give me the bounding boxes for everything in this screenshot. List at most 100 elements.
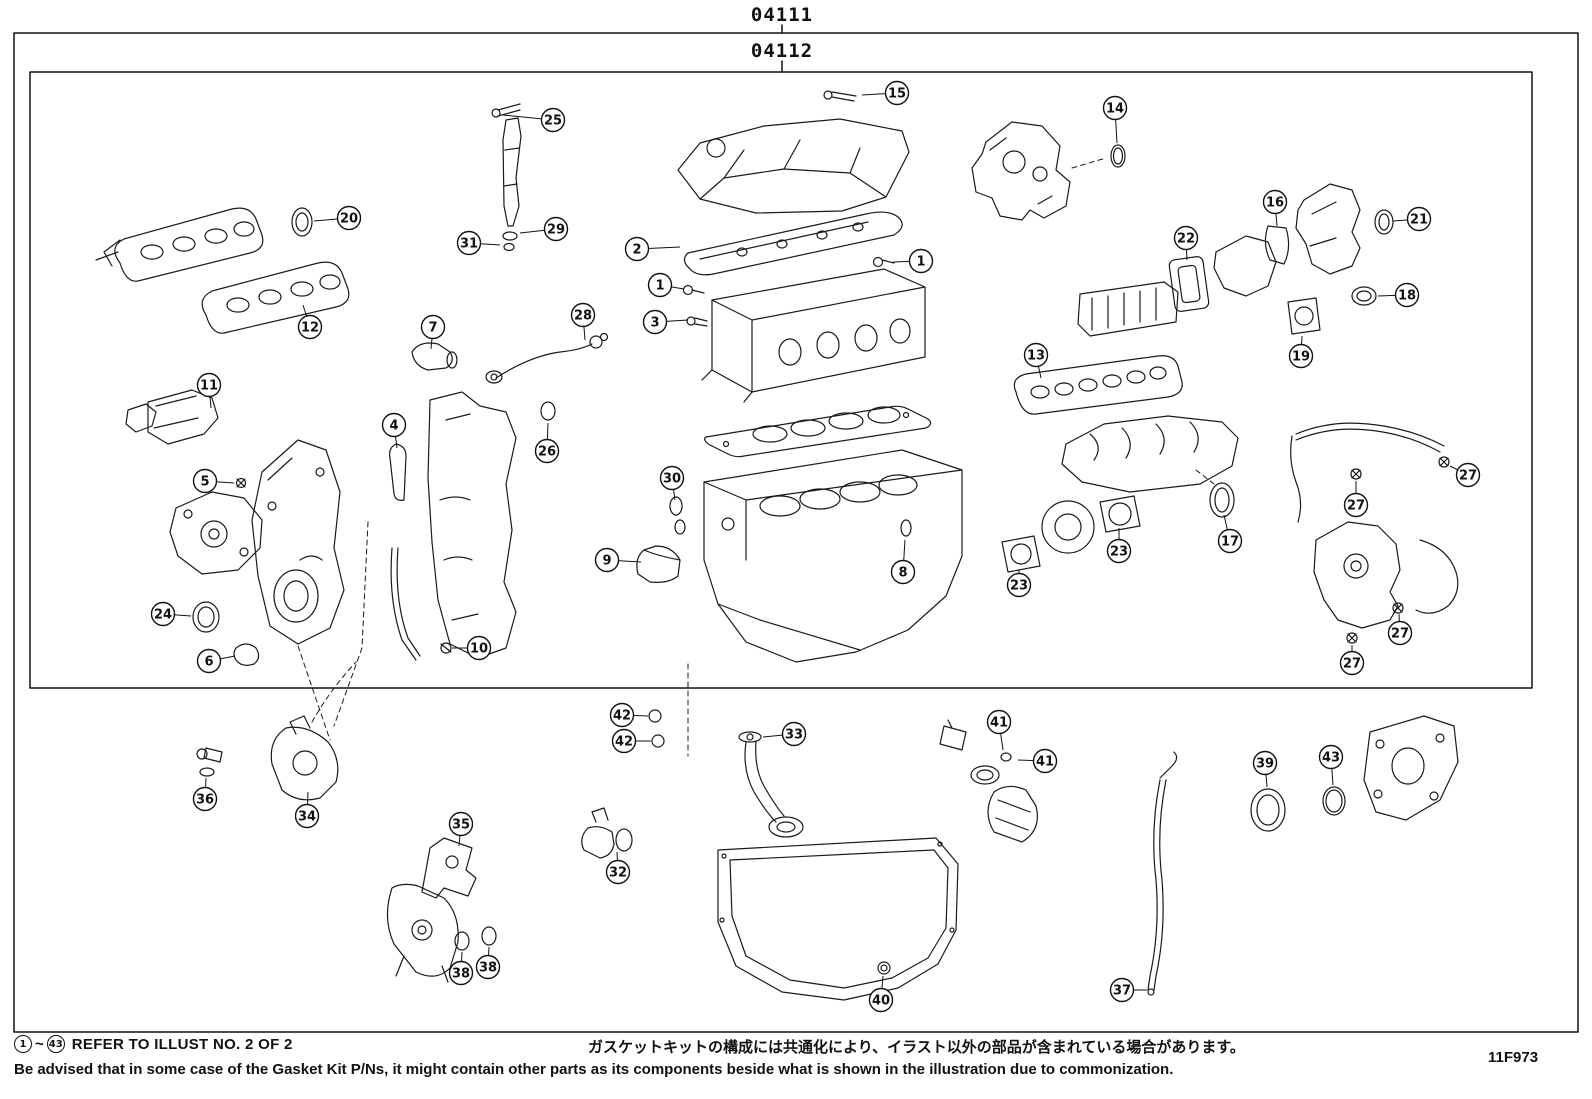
callout-37[interactable]: 37 bbox=[1109, 977, 1148, 1003]
svg-text:36: 36 bbox=[196, 793, 214, 808]
fuel-pump-art bbox=[971, 121, 1126, 221]
callout-17[interactable]: 17 bbox=[1217, 514, 1243, 554]
callout-20[interactable]: 20 bbox=[313, 205, 362, 231]
svg-text:28: 28 bbox=[574, 309, 592, 324]
callout-8[interactable]: 8 bbox=[890, 539, 916, 585]
cylinder-head-art bbox=[701, 268, 926, 403]
svg-text:8: 8 bbox=[898, 566, 907, 581]
callout-23[interactable]: 23 bbox=[1006, 570, 1032, 598]
svg-text:20: 20 bbox=[340, 212, 358, 227]
svg-text:27: 27 bbox=[1347, 499, 1365, 514]
cam-parts-art bbox=[411, 332, 609, 421]
callout-24[interactable]: 24 bbox=[150, 601, 192, 627]
callout-27[interactable]: 27 bbox=[1339, 645, 1365, 676]
callout-11[interactable]: 11 bbox=[196, 372, 222, 409]
svg-text:33: 33 bbox=[785, 728, 803, 743]
callout-30[interactable]: 30 bbox=[659, 465, 685, 501]
callout-15[interactable]: 15 bbox=[861, 80, 910, 106]
valve-cover-gasket-art bbox=[683, 211, 903, 276]
range-separator: ~ bbox=[35, 1035, 44, 1053]
svg-text:10: 10 bbox=[470, 642, 488, 657]
callout-42[interactable]: 42 bbox=[611, 728, 652, 754]
block-seals-art bbox=[636, 496, 686, 583]
head-gasket-art bbox=[704, 405, 932, 458]
callout-41[interactable]: 41 bbox=[1017, 748, 1058, 774]
exhaust-parts-art bbox=[1168, 183, 1394, 335]
figure-code-secondary: 04112 bbox=[750, 40, 814, 62]
callout-43[interactable]: 43 bbox=[1318, 744, 1344, 786]
callout-40[interactable]: 40 bbox=[868, 975, 894, 1013]
callout-41[interactable]: 41 bbox=[986, 709, 1012, 751]
chain-cover-left-art bbox=[125, 389, 263, 666]
callout-38[interactable]: 38 bbox=[475, 946, 501, 980]
svg-text:29: 29 bbox=[547, 223, 565, 238]
callout-6[interactable]: 6 bbox=[196, 648, 236, 674]
callout-19[interactable]: 19 bbox=[1288, 335, 1314, 369]
svg-text:22: 22 bbox=[1177, 232, 1195, 247]
callout-28[interactable]: 28 bbox=[570, 302, 596, 341]
callout-13[interactable]: 13 bbox=[1023, 342, 1049, 379]
svg-text:39: 39 bbox=[1256, 757, 1274, 772]
callout-4[interactable]: 4 bbox=[381, 412, 407, 449]
callout-14[interactable]: 14 bbox=[1102, 95, 1128, 144]
callout-21[interactable]: 21 bbox=[1392, 206, 1432, 232]
callout-23[interactable]: 23 bbox=[1106, 528, 1132, 564]
callout-27[interactable]: 27 bbox=[1343, 481, 1369, 518]
circled-number-start: 1 bbox=[14, 1035, 32, 1053]
callout-29[interactable]: 29 bbox=[519, 216, 569, 242]
rear-seal-art bbox=[1250, 715, 1459, 832]
drawing-code: 11F973 bbox=[1488, 1049, 1539, 1066]
callout-26[interactable]: 26 bbox=[534, 422, 560, 464]
callout-16[interactable]: 16 bbox=[1262, 189, 1288, 227]
oil-strainer-art bbox=[738, 731, 804, 838]
callout-38[interactable]: 38 bbox=[448, 951, 474, 986]
callout-31[interactable]: 31 bbox=[456, 230, 501, 256]
callout-10[interactable]: 10 bbox=[452, 635, 492, 661]
callout-18[interactable]: 18 bbox=[1377, 282, 1420, 308]
callout-34[interactable]: 34 bbox=[294, 791, 320, 829]
svg-text:27: 27 bbox=[1391, 627, 1409, 642]
callout-27[interactable]: 27 bbox=[1449, 462, 1481, 488]
callout-9[interactable]: 9 bbox=[594, 547, 642, 573]
refer-note: 1 ~ 43 REFER TO ILLUST NO. 2 OF 2 bbox=[14, 1035, 293, 1053]
frame-art bbox=[13, 24, 1579, 1033]
egr-valve-art bbox=[1290, 422, 1459, 644]
callout-33[interactable]: 33 bbox=[762, 721, 807, 747]
callout-5[interactable]: 5 bbox=[192, 468, 235, 494]
callout-32[interactable]: 32 bbox=[605, 851, 631, 885]
callout-12[interactable]: 12 bbox=[297, 304, 323, 340]
callout-3[interactable]: 3 bbox=[642, 309, 689, 335]
svg-text:27: 27 bbox=[1459, 469, 1477, 484]
egr-cooler-art bbox=[1077, 281, 1179, 337]
callout-42[interactable]: 42 bbox=[609, 702, 649, 728]
svg-text:26: 26 bbox=[538, 445, 556, 460]
callout-36[interactable]: 36 bbox=[192, 777, 218, 812]
art-layer bbox=[13, 24, 1579, 1033]
callout-39[interactable]: 39 bbox=[1252, 750, 1278, 788]
callout-25[interactable]: 25 bbox=[502, 107, 566, 133]
intake-manifold-right-art bbox=[1013, 355, 1239, 493]
svg-text:2: 2 bbox=[632, 243, 641, 258]
callout-22[interactable]: 22 bbox=[1173, 225, 1199, 261]
refer-note-text: REFER TO ILLUST NO. 2 OF 2 bbox=[71, 1035, 293, 1053]
svg-text:24: 24 bbox=[154, 608, 172, 623]
svg-text:42: 42 bbox=[615, 735, 633, 750]
svg-text:32: 32 bbox=[609, 866, 627, 881]
callout-2[interactable]: 2 bbox=[624, 236, 681, 262]
svg-text:40: 40 bbox=[872, 994, 890, 1009]
cylinder-block-art bbox=[703, 449, 963, 663]
svg-text:16: 16 bbox=[1266, 196, 1284, 211]
svg-text:12: 12 bbox=[301, 321, 319, 336]
callout-1[interactable]: 1 bbox=[647, 272, 685, 298]
svg-text:19: 19 bbox=[1292, 350, 1310, 365]
callout-27[interactable]: 27 bbox=[1387, 613, 1413, 646]
callout-7[interactable]: 7 bbox=[420, 314, 446, 350]
callout-35[interactable]: 35 bbox=[448, 811, 474, 847]
callout-1[interactable]: 1 bbox=[892, 248, 934, 274]
svg-text:37: 37 bbox=[1113, 984, 1131, 999]
svg-text:21: 21 bbox=[1410, 213, 1428, 228]
svg-text:43: 43 bbox=[1322, 751, 1340, 766]
svg-text:30: 30 bbox=[663, 472, 681, 487]
